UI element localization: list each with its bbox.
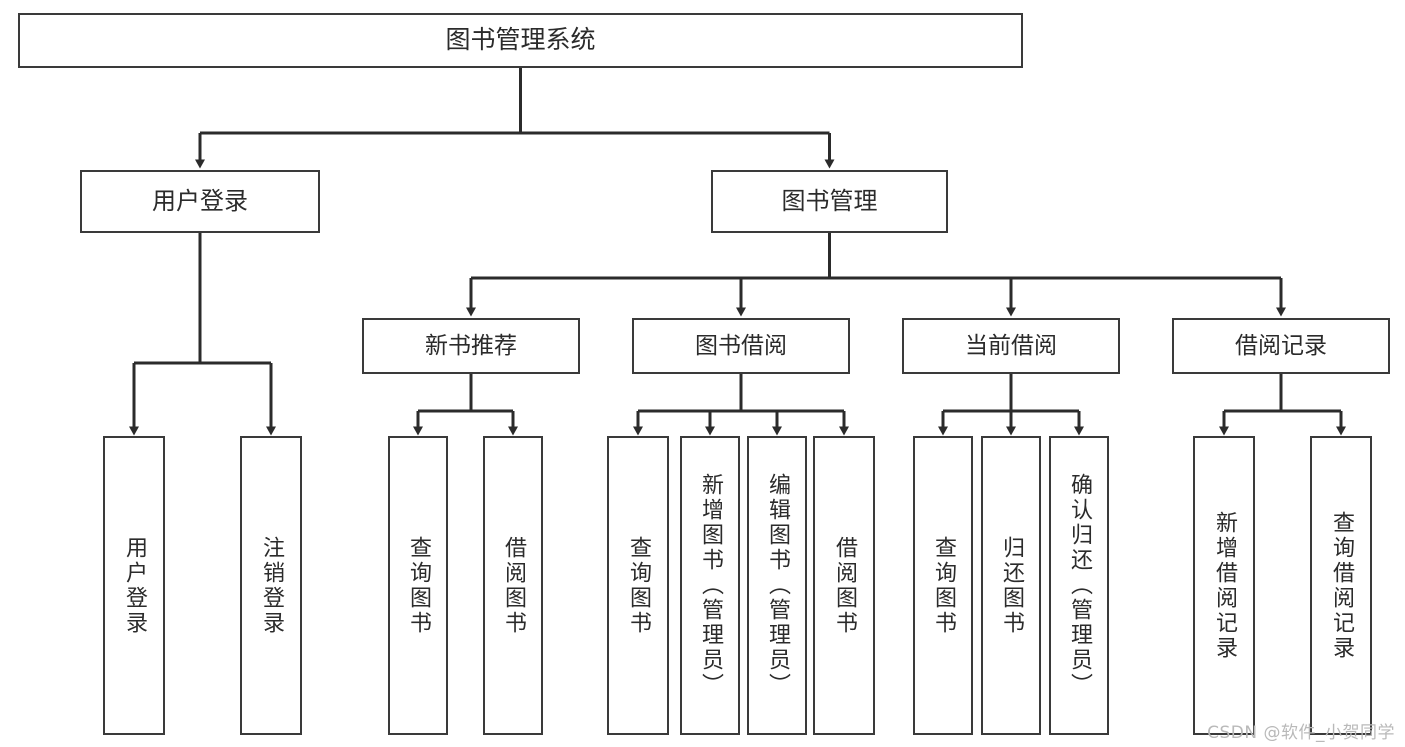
node-leaf-borrow-book-1-label: 借阅图书 xyxy=(501,535,526,636)
node-leaf-query-book-1-label: 查询图书 xyxy=(406,535,431,636)
node-leaf-confirm-return[interactable]: 确认归还（管理员） xyxy=(1049,436,1109,735)
node-user-login-label: 用户登录 xyxy=(152,186,248,215)
node-leaf-borrow-book-1[interactable]: 借阅图书 xyxy=(483,436,543,735)
node-leaf-edit-book-label: 编辑图书（管理员） xyxy=(765,473,790,698)
node-leaf-add-book-label: 新增图书（管理员） xyxy=(698,473,723,698)
node-book-management-label: 图书管理 xyxy=(781,186,878,215)
node-book-borrow-label: 图书借阅 xyxy=(695,332,787,359)
node-leaf-query-record-label: 查询借阅记录 xyxy=(1329,510,1354,661)
node-leaf-logout-login[interactable]: 注销登录 xyxy=(240,436,302,735)
node-leaf-add-book[interactable]: 新增图书（管理员） xyxy=(680,436,740,735)
node-leaf-borrow-book-2[interactable]: 借阅图书 xyxy=(813,436,875,735)
node-root[interactable]: 图书管理系统 xyxy=(18,13,1023,68)
node-leaf-borrow-book-2-label: 借阅图书 xyxy=(832,535,857,636)
node-leaf-return-book[interactable]: 归还图书 xyxy=(981,436,1041,735)
node-book-borrow[interactable]: 图书借阅 xyxy=(632,318,850,374)
node-leaf-edit-book[interactable]: 编辑图书（管理员） xyxy=(747,436,807,735)
node-current-borrow[interactable]: 当前借阅 xyxy=(902,318,1120,374)
node-leaf-query-book-1[interactable]: 查询图书 xyxy=(388,436,448,735)
node-leaf-user-login-label: 用户登录 xyxy=(122,535,147,636)
node-user-login[interactable]: 用户登录 xyxy=(80,170,320,233)
node-borrow-record[interactable]: 借阅记录 xyxy=(1172,318,1390,374)
node-book-management[interactable]: 图书管理 xyxy=(711,170,948,233)
node-leaf-query-book-3-label: 查询图书 xyxy=(931,535,956,636)
node-leaf-query-book-2-label: 查询图书 xyxy=(626,535,651,636)
node-borrow-record-label: 借阅记录 xyxy=(1235,332,1327,359)
node-new-book-recommend[interactable]: 新书推荐 xyxy=(362,318,580,374)
node-leaf-confirm-return-label: 确认归还（管理员） xyxy=(1067,473,1092,698)
node-leaf-return-book-label: 归还图书 xyxy=(999,535,1024,636)
node-new-book-recommend-label: 新书推荐 xyxy=(425,332,517,359)
node-leaf-add-record-label: 新增借阅记录 xyxy=(1212,510,1237,661)
node-leaf-user-login[interactable]: 用户登录 xyxy=(103,436,165,735)
node-leaf-logout-login-label: 注销登录 xyxy=(259,535,284,636)
watermark-text: CSDN @软件_小贺同学 xyxy=(1207,723,1395,743)
node-root-label: 图书管理系统 xyxy=(445,25,596,55)
node-leaf-add-record[interactable]: 新增借阅记录 xyxy=(1193,436,1255,735)
node-leaf-query-record[interactable]: 查询借阅记录 xyxy=(1310,436,1372,735)
node-current-borrow-label: 当前借阅 xyxy=(965,332,1057,359)
node-leaf-query-book-2[interactable]: 查询图书 xyxy=(607,436,669,735)
node-leaf-query-book-3[interactable]: 查询图书 xyxy=(913,436,973,735)
